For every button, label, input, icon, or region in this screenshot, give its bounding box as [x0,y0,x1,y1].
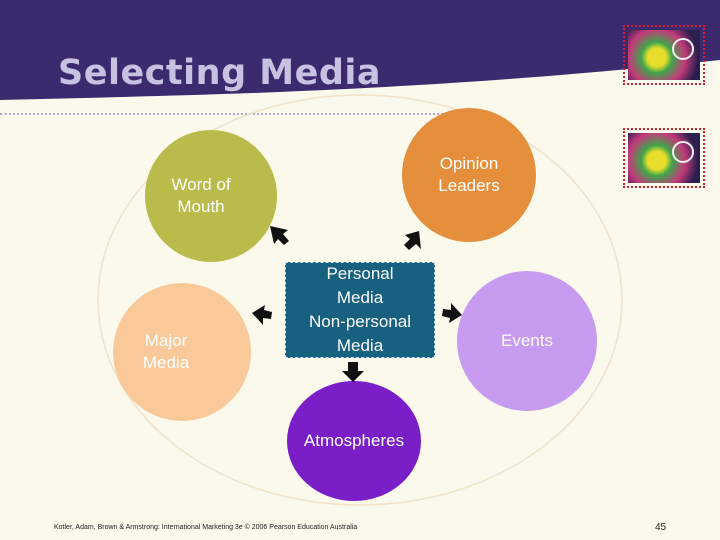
arrow-to-atmospheres [342,362,364,382]
arrow-to-events [442,303,462,323]
decorative-thumbnail-bottom [623,128,705,188]
node-events: Events [457,271,597,411]
arrow-to-word-of-mouth [270,226,289,245]
decorative-thumbnail-top [623,25,705,85]
node-opinion-leaders: Opinion Leaders [402,108,536,242]
arrow-to-opinion-leaders [404,231,421,250]
node-opinion-leaders-label: Opinion Leaders [438,154,500,195]
node-major-media-label: Major Media [142,331,190,372]
node-events-label: Events [501,331,553,350]
page-title: Selecting Media [58,53,382,93]
footer-citation: Kotler, Adam, Brown & Armstrong: Interna… [54,524,358,531]
node-atmospheres-label: Atmospheres [303,431,405,450]
page-number: 45 [655,522,667,533]
node-word-of-mouth-label: Word of Mouth [171,175,231,216]
title-divider [0,113,455,115]
header-curve [0,60,720,120]
node-word-of-mouth: Word of Mouth [145,130,277,262]
arrow-to-major-media [252,305,272,325]
center-node-media: Personal Media Non-personal Media [285,262,435,358]
center-node-label: Personal Media Non-personal Media [308,264,412,355]
node-atmospheres: Atmospheres [287,381,421,501]
node-major-media: Major Media [113,283,251,421]
